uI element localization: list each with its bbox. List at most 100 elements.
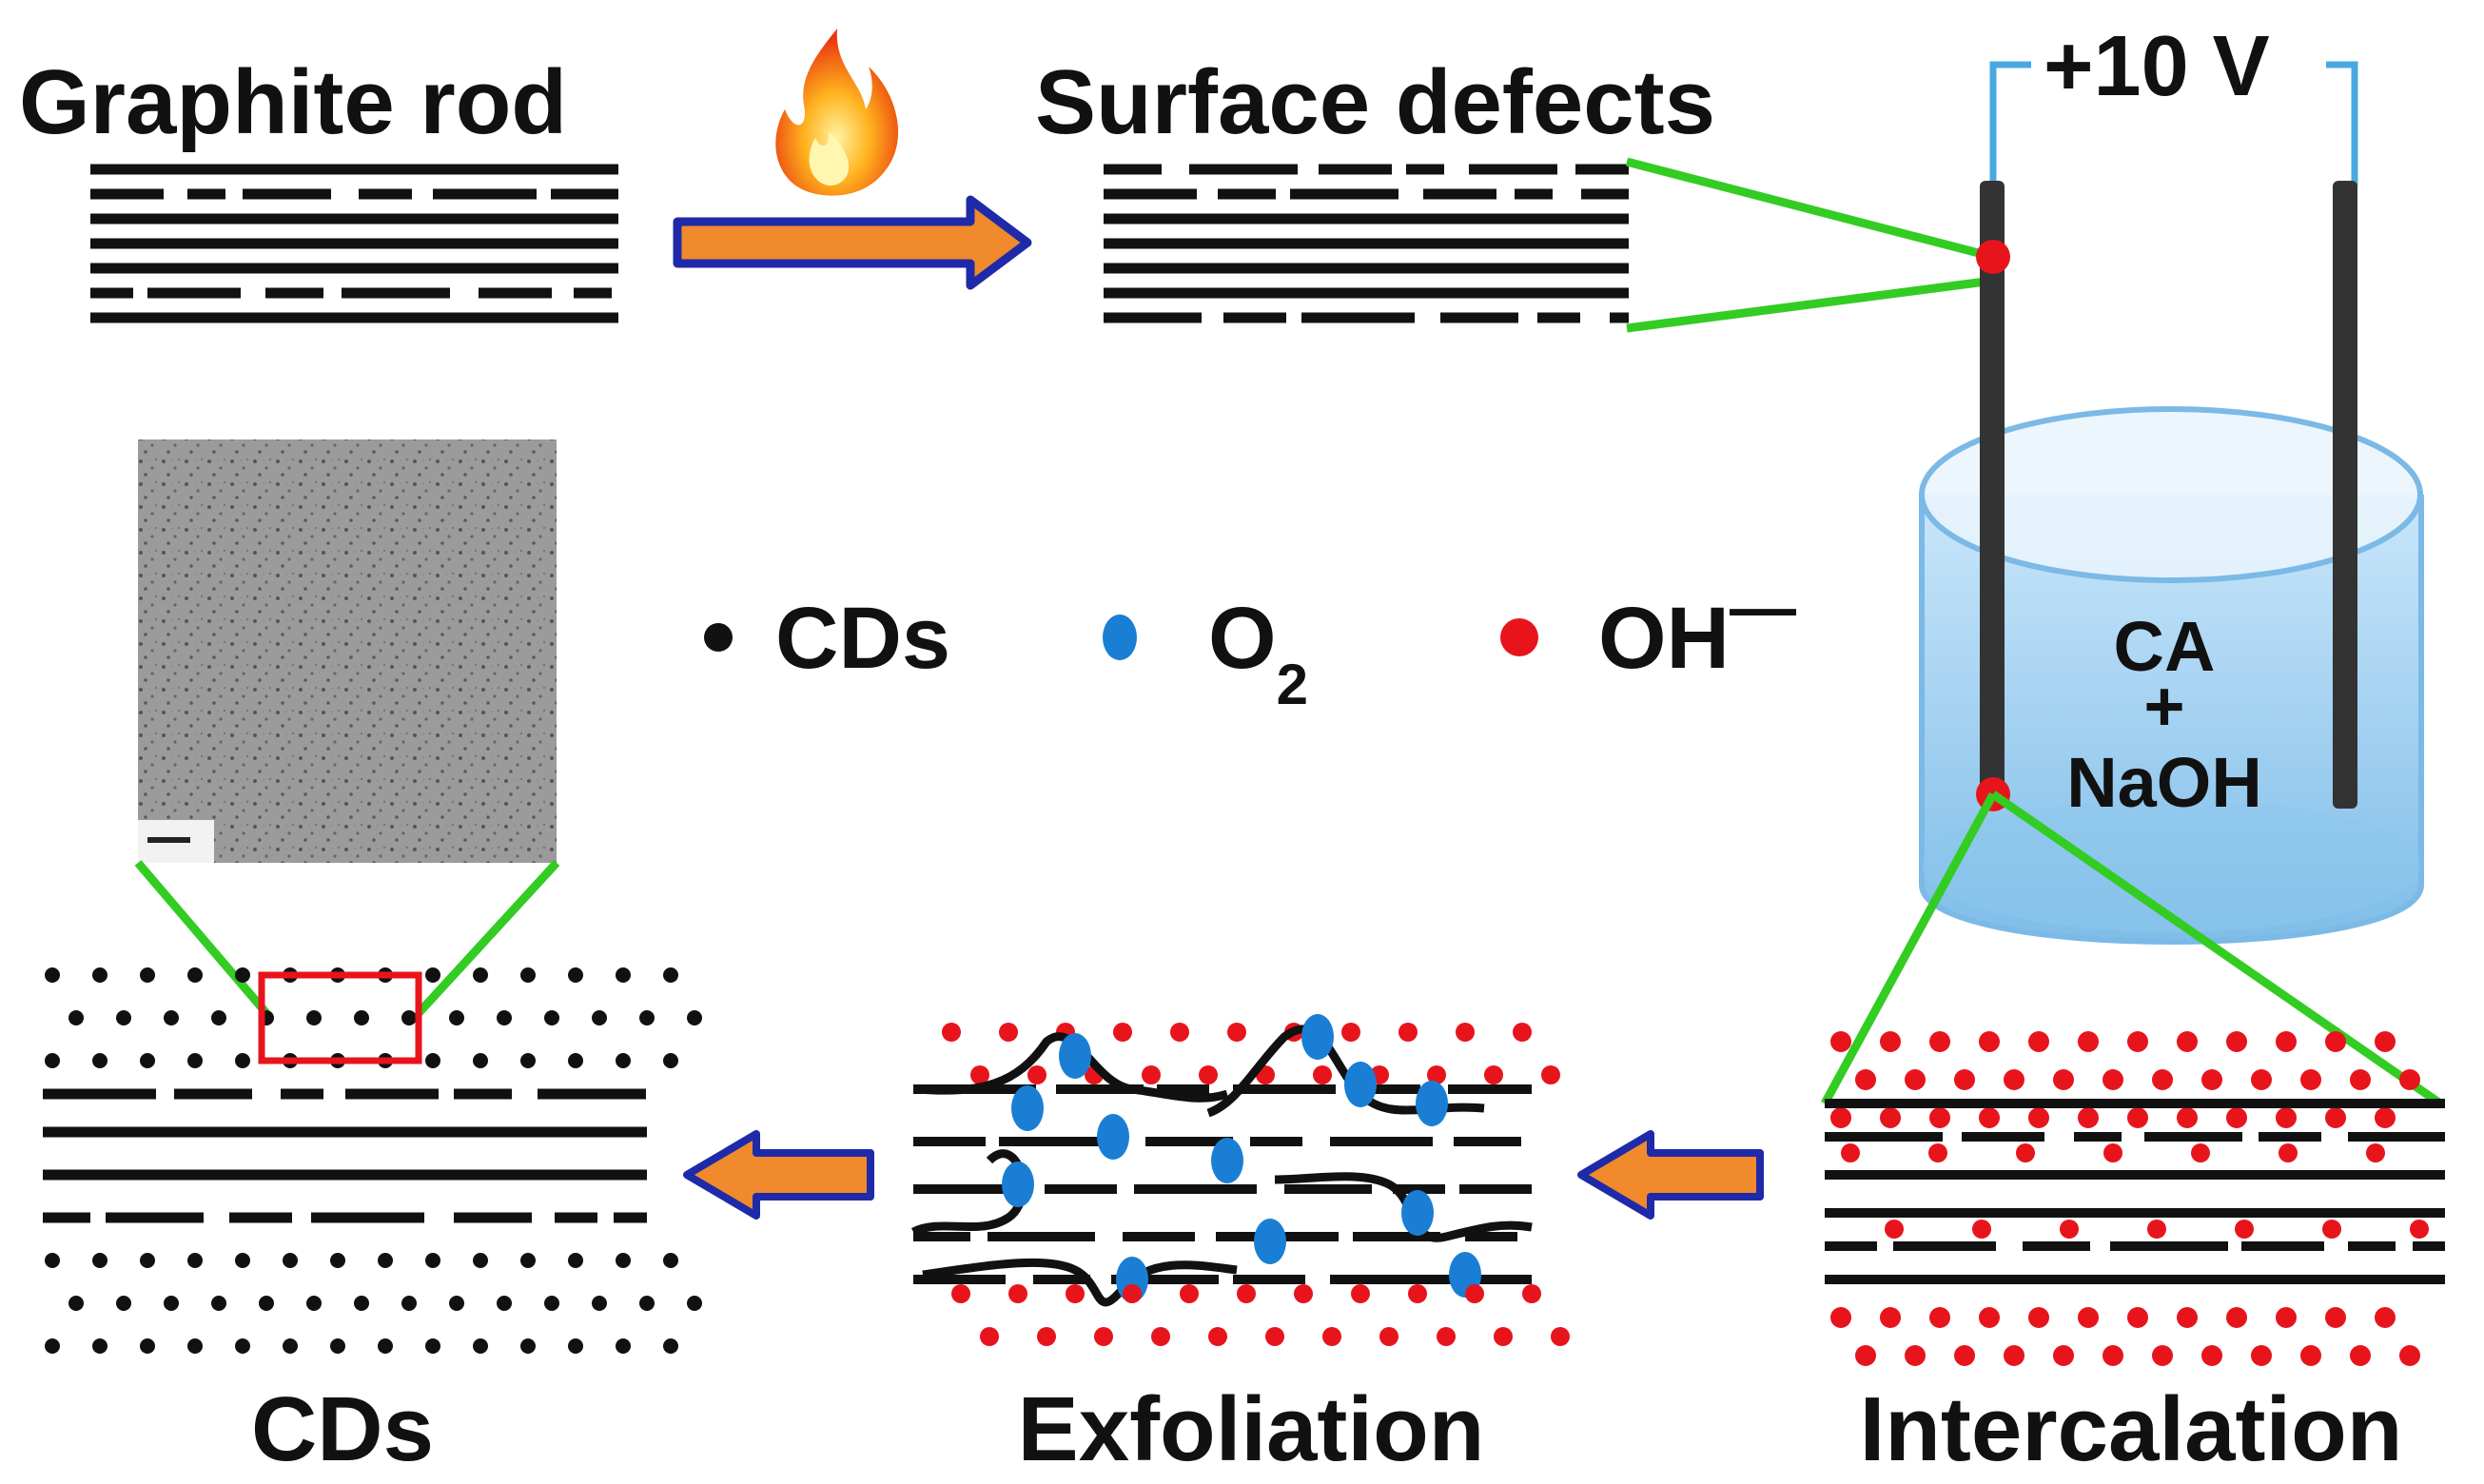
cd-dot [568,1053,583,1068]
oh-ion-dot [1437,1327,1456,1346]
anode-electrode [1980,181,2005,809]
cd-dot [401,1296,417,1311]
o2-bubble [1401,1190,1434,1236]
oh-ion-dot [1929,1307,1950,1328]
oh-ion-dot [2028,1031,2049,1052]
oh-ion-dot [1954,1069,1975,1090]
cd-dot [473,967,488,983]
oh-ion-dot [1170,1023,1189,1042]
cd-dot [68,1010,84,1025]
oh-ion-dot [1351,1284,1370,1303]
intercalation-label: Intercalation [1860,1378,2403,1480]
cd-dot [568,1253,583,1268]
process-arrow-intercalation-to-exfoliation [1577,1130,1764,1220]
o2-bubble [1059,1033,1091,1079]
oh-ion-dot [1841,1143,1860,1162]
electrolyte-plus: + [2143,667,2184,746]
o2-bubble [1097,1114,1129,1160]
zoom-lines-tem [134,859,560,1017]
oh-ion-dot [2325,1307,2346,1328]
o2-bubble [1301,1014,1334,1060]
oh-ion-dot [1313,1065,1332,1084]
oh-ion-dot [970,1065,989,1084]
legend-cds-label: CDs [775,590,950,687]
process-arrow-exfoliation-to-cds [683,1130,874,1220]
cd-dot [544,1296,559,1311]
cd-dot [473,1053,488,1068]
oh-ion-dot [1322,1327,1341,1346]
surface-defects-label: Surface defects [1035,51,1715,153]
oh-ion-dot [2375,1107,2396,1128]
electrolyte-ca: CA [2114,607,2216,686]
oh-ion-dot [1379,1327,1398,1346]
oh-ion-dot [2276,1031,2297,1052]
cd-dot [687,1296,702,1311]
cd-dot [259,1296,274,1311]
oh-ion-dot [1123,1284,1142,1303]
cd-dot [520,1053,536,1068]
oh-ion-dot [2251,1069,2272,1090]
cd-dot [425,1053,440,1068]
cd-dot [211,1010,226,1025]
oh-ion-dot [2004,1345,2024,1366]
voltage-label: +10 V [2044,19,2270,114]
cd-dot [639,1296,655,1311]
cd-dot [663,1253,678,1268]
cd-dot [92,1253,108,1268]
cd-dot [354,1296,369,1311]
cd-dot [116,1296,131,1311]
oh-ion-dot [2177,1307,2198,1328]
zoom-lines-intercalation [1821,791,2443,1107]
oh-ion-dot [1151,1327,1170,1346]
oh-ion-dot [1484,1065,1503,1084]
oh-ion-dot [2028,1107,2049,1128]
cd-dot [164,1010,179,1025]
oh-ion-dot [1465,1284,1484,1303]
oh-ion-dot [1265,1327,1284,1346]
oh-ion-dot [1830,1307,1851,1328]
oh-ion-dot [2366,1143,2385,1162]
o2-bubble [1344,1062,1377,1107]
oh-ion-dot [951,1284,970,1303]
oh-ion-dot [1094,1327,1113,1346]
oh-ion-dot [1227,1023,1246,1042]
cd-dot [592,1010,607,1025]
oh-ion-dot [1294,1284,1313,1303]
cd-dot [497,1296,512,1311]
cd-dot [92,1053,108,1068]
oh-ion-dot [2103,1069,2123,1090]
cd-dot [354,1010,369,1025]
oh-ion-dot [2300,1069,2321,1090]
cd-dot [235,1338,250,1354]
oh-ion-dot [2276,1307,2297,1328]
cd-dot [592,1296,607,1311]
cd-dot [497,1010,512,1025]
oh-ion-dot [2300,1345,2321,1366]
oh-ion-dot [980,1327,999,1346]
cd-dot [45,1253,60,1268]
cd-dot [116,1010,131,1025]
cd-dot [235,967,250,983]
oh-ion-dot [2399,1069,2420,1090]
oh-ion-dot [1905,1069,1926,1090]
cd-dot [140,967,155,983]
cd-dot [140,1053,155,1068]
cd-dot [330,1338,345,1354]
cds-region [43,967,702,1354]
tem-image [138,439,557,863]
cd-dot [140,1253,155,1268]
oh-ion-dot [2201,1345,2222,1366]
cd-dot [92,1338,108,1354]
oh-ion-dot [1142,1065,1161,1084]
o2-bubble [1254,1219,1286,1264]
oh-ion-dot [2375,1031,2396,1052]
oh-ion-dot [2053,1069,2074,1090]
oh-ion-dot [2147,1220,2166,1239]
cd-dot [306,1010,322,1025]
oh-ion-dot [2078,1307,2099,1328]
oh-ion-dot [1979,1031,2000,1052]
cd-dot [164,1296,179,1311]
cd-dot [473,1253,488,1268]
surface-defect-layers [1104,164,1629,323]
oh-ion-dot [999,1023,1018,1042]
